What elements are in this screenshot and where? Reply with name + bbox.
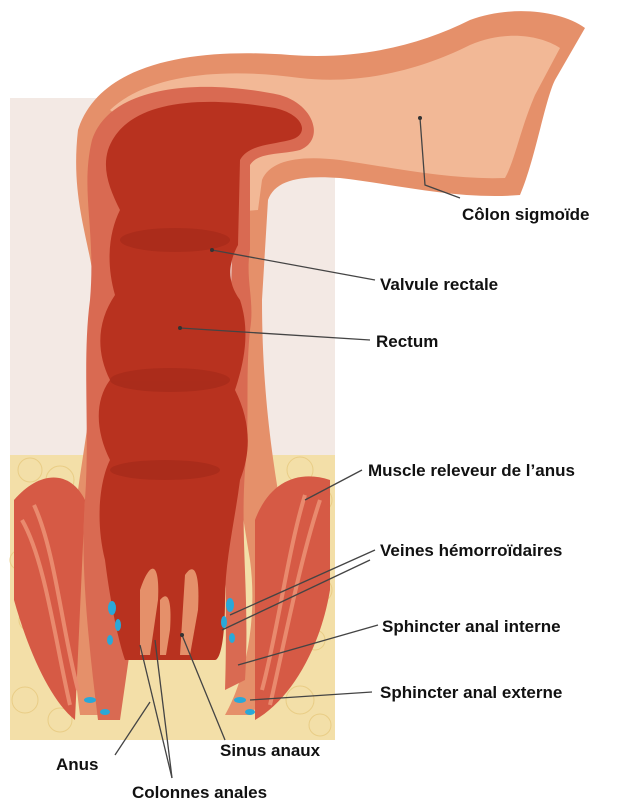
label-sigmoid-colon: Côlon sigmoïde: [462, 205, 590, 224]
label-levator-ani: Muscle releveur de l’anus: [368, 461, 575, 480]
label-rectum: Rectum: [376, 332, 438, 351]
label-internal-sphincter: Sphincter anal interne: [382, 617, 561, 636]
label-hemorrhoidal-veins: Veines hémorroïdaires: [380, 541, 562, 560]
label-anal-columns: Colonnes anales: [132, 783, 267, 802]
label-rectal-valve: Valvule rectale: [380, 275, 498, 294]
label-external-sphincter: Sphincter anal externe: [380, 683, 562, 702]
label-anus: Anus: [56, 755, 99, 774]
label-anal-sinuses: Sinus anaux: [220, 741, 321, 760]
